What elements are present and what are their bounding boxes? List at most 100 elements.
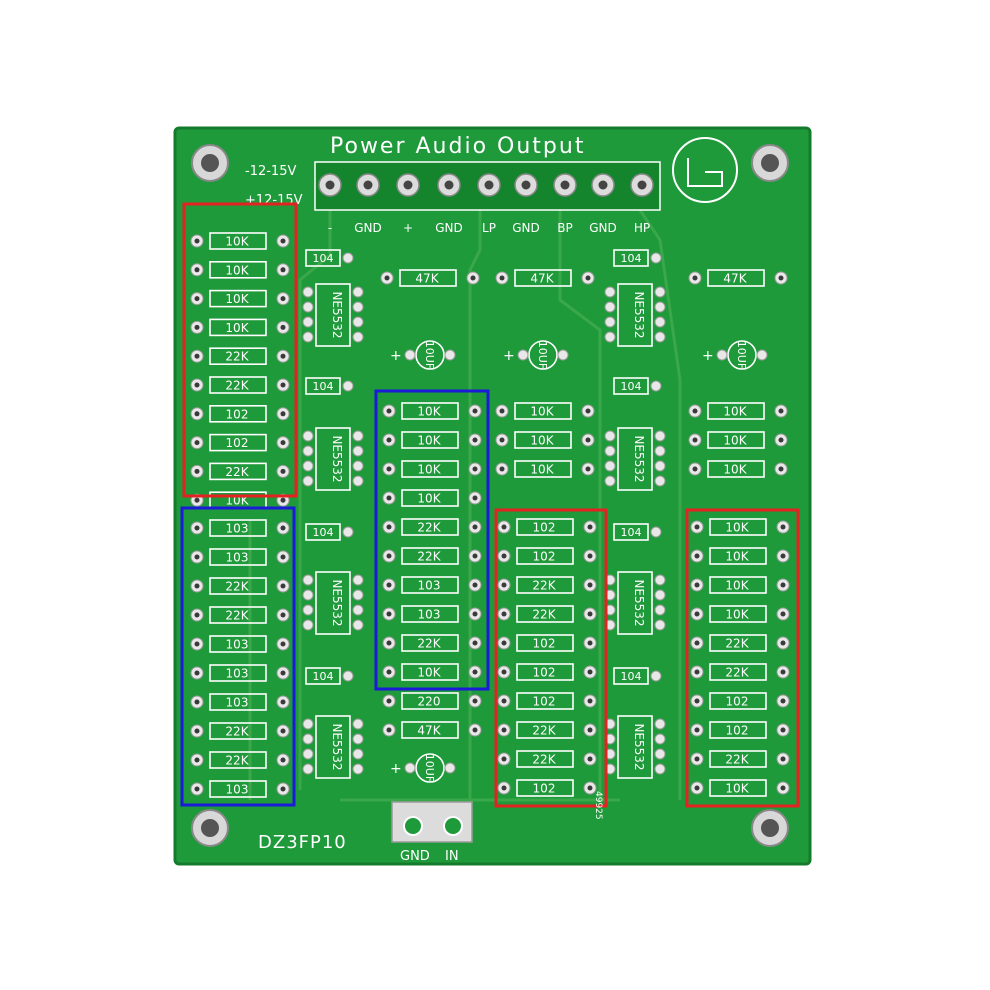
resistor: 103 <box>190 664 290 682</box>
resistor: 10K <box>688 402 788 420</box>
date-code: 49925 <box>593 791 603 820</box>
resistor: 22K <box>497 750 597 768</box>
resistor-value: 102 <box>533 782 556 796</box>
resistor: 22K <box>690 663 790 681</box>
plus-sign: + <box>702 348 714 364</box>
cap-label: 104 <box>313 670 334 683</box>
elec-cap-label: 10UF <box>735 341 748 369</box>
resistor: 22K <box>190 751 290 769</box>
resistor-value: 102 <box>533 637 556 651</box>
resistor-value: 102 <box>533 666 556 680</box>
resistor-value: 102 <box>226 436 249 450</box>
pcb-board-edge <box>173 126 812 866</box>
resistor-value: 22K <box>417 521 441 535</box>
resistor: 10K <box>495 402 595 420</box>
header-pin-label: + <box>403 221 413 235</box>
mounting-holes <box>191 144 789 847</box>
resistor-value: 103 <box>418 579 441 593</box>
resistor-value: 10K <box>417 463 441 477</box>
plus-sign: + <box>503 348 515 364</box>
resistor-value: 10K <box>417 405 441 419</box>
resistor-value: 47K <box>415 272 439 286</box>
resistor: 47K <box>688 269 788 287</box>
resistor: 22K <box>190 462 290 481</box>
resistor-value: 22K <box>225 465 249 479</box>
elec-cap-label: 10UF <box>423 754 436 782</box>
ic-label: NE5532 <box>632 723 646 770</box>
resistor-value: 103 <box>418 608 441 622</box>
resistor: 103 <box>190 693 290 711</box>
resistor-value: 22K <box>417 550 441 564</box>
resistor: 10K <box>690 576 790 594</box>
header-pin <box>477 173 501 197</box>
resistor: 102 <box>690 721 790 739</box>
highlight-box-red-col1 <box>182 202 298 498</box>
input-label-in: IN <box>445 849 459 864</box>
resistor-value: 22K <box>225 754 249 768</box>
resistor: 10K <box>688 431 788 449</box>
resistor-value: 10K <box>725 521 749 535</box>
resistor: 10K <box>190 260 290 279</box>
resistor: 10K <box>690 547 790 565</box>
resistor-value: 102 <box>533 695 556 709</box>
resistor: 103 <box>190 548 290 566</box>
resistor: 10K <box>495 460 595 478</box>
resistor: 10K <box>382 402 482 420</box>
resistor-value: 10K <box>723 434 747 448</box>
board-model: DZ3FP10 <box>258 832 347 853</box>
capacitor-104: 104 <box>305 523 354 541</box>
resistor: 102 <box>497 692 597 710</box>
resistor: 10K <box>190 318 290 337</box>
resistor: 22K <box>190 606 290 624</box>
ic-label: NE5532 <box>632 291 646 338</box>
resistor-value: 47K <box>417 724 441 738</box>
cap-label: 104 <box>621 252 642 265</box>
capacitor-104: 104 <box>613 249 662 267</box>
board-title: Power Audio Output <box>330 134 585 159</box>
ic-ne5532: NE5532 <box>302 427 364 491</box>
resistor: 47K <box>380 269 480 287</box>
cap-label: 104 <box>621 670 642 683</box>
header-pin <box>630 173 654 197</box>
resistor: 10K <box>190 289 290 308</box>
capacitor-104: 104 <box>305 377 354 395</box>
capacitor-electrolytic: +10UF <box>503 340 569 370</box>
resistor: 22K <box>382 547 482 565</box>
resistor-value: 103 <box>226 696 249 710</box>
ic-label: NE5532 <box>330 579 344 626</box>
resistor: 22K <box>382 634 482 652</box>
capacitor-104: 104 <box>613 377 662 395</box>
plus-sign: + <box>390 761 402 777</box>
resistor-value: 22K <box>725 753 749 767</box>
header-pin-label: BP <box>557 221 572 235</box>
resistor-value: 10K <box>723 463 747 477</box>
header-pin <box>356 173 380 197</box>
resistor: 103 <box>190 635 290 653</box>
resistor: 47K <box>495 269 595 287</box>
resistor: 22K <box>690 750 790 768</box>
ic-label: NE5532 <box>632 435 646 482</box>
ic-label: NE5532 <box>330 435 344 482</box>
resistor-value: 103 <box>226 551 249 565</box>
supply-label-pos: +12-15V <box>245 193 303 208</box>
plus-sign: + <box>390 348 402 364</box>
resistor-value: 10K <box>225 292 249 306</box>
resistor: 102 <box>190 433 290 452</box>
resistor-value: 102 <box>226 407 249 421</box>
resistor-value: 22K <box>725 637 749 651</box>
resistor-value: 22K <box>225 725 249 739</box>
resistor: 102 <box>497 779 597 797</box>
capacitor-104: 104 <box>305 667 354 685</box>
resistor: 102 <box>497 547 597 565</box>
header-pin <box>514 173 538 197</box>
resistor: 22K <box>497 576 597 594</box>
cap-label: 104 <box>621 526 642 539</box>
resistor: 103 <box>382 576 482 594</box>
resistor-value: 10K <box>530 405 554 419</box>
resistor: 10K <box>690 605 790 623</box>
header-pin-label: GND <box>354 221 382 235</box>
resistor-value: 220 <box>418 695 441 709</box>
resistor-value: 10K <box>723 405 747 419</box>
supply-label-neg: -12-15V <box>245 164 296 179</box>
